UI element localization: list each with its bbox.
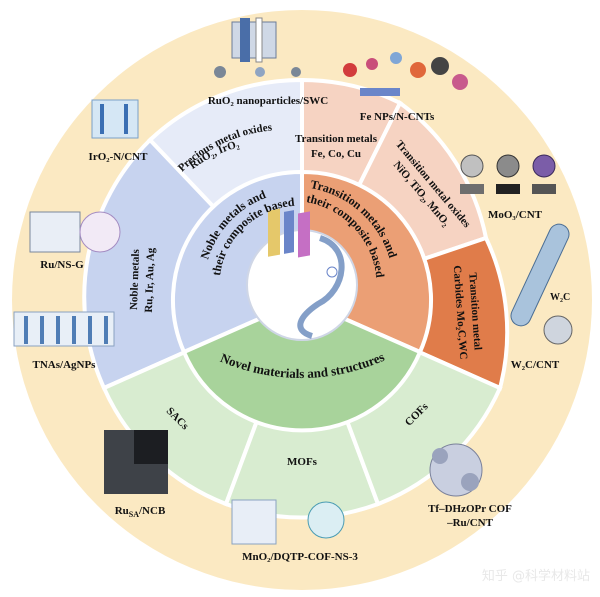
iro2-ncnt-illustration	[91, 99, 139, 139]
fe-ncnts-illustration	[343, 52, 468, 96]
w2c-structure-label: W₂C	[550, 292, 570, 303]
example-ruo2-swc: RuO₂ nanoparticles/SWC	[208, 95, 328, 107]
example-mno2-cof: MnO₂/DQTP-COF-NS-3	[242, 551, 358, 563]
segment-noble-metals: Noble metals Ru, Ir, Au, Ag	[128, 247, 157, 313]
segment-transition-metals-line1: Transition metals	[295, 133, 378, 145]
mno2-cof-illustration	[231, 499, 345, 545]
segment-transition-metals-line2: Fe, Co, Cu	[311, 148, 361, 160]
example-ru-nsg: Ru/NS-G	[40, 259, 84, 271]
segment-noble-metals-line2: Ru, Ir, Au, Ag	[143, 247, 157, 313]
w2c-cnt-illustration: W₂C	[510, 223, 573, 345]
center-electrolyzer-illustration	[268, 208, 345, 339]
ruo2-device-illustration	[214, 17, 301, 78]
example-w2c-cnt: W₂C/CNT	[511, 359, 560, 371]
rusa-ncb-illustration	[104, 430, 168, 494]
ru-nsg-illustration	[29, 211, 121, 253]
example-tf-cof-line1: Tf–DHzOPr COF	[428, 503, 512, 515]
example-tnas-agnps: TNAs/AgNPs	[33, 359, 97, 371]
moo3-cnt-illustration	[460, 154, 556, 194]
example-tf-cof-line2: –Ru/CNT	[446, 517, 494, 529]
segment-transition-carbides-line1: Transition metal	[466, 272, 483, 350]
example-rusa-ncb: RuSA/NCB	[115, 505, 166, 519]
watermark: 知乎 @科学材料站	[482, 568, 590, 584]
example-moo3-cnt: MoO₃/CNT	[488, 209, 543, 221]
segment-noble-metals-line1: Noble metals	[128, 248, 142, 310]
tf-cof-illustration	[429, 443, 483, 497]
category-novel-bg	[181, 297, 423, 433]
example-fe-ncnts: Fe NPs/N-CNTs	[360, 111, 435, 123]
segment-mofs-label: MOFs	[287, 456, 318, 468]
tnas-agnps-illustration	[13, 311, 115, 347]
example-iro2-ncnt: IrO₂-N/CNT	[89, 151, 149, 163]
